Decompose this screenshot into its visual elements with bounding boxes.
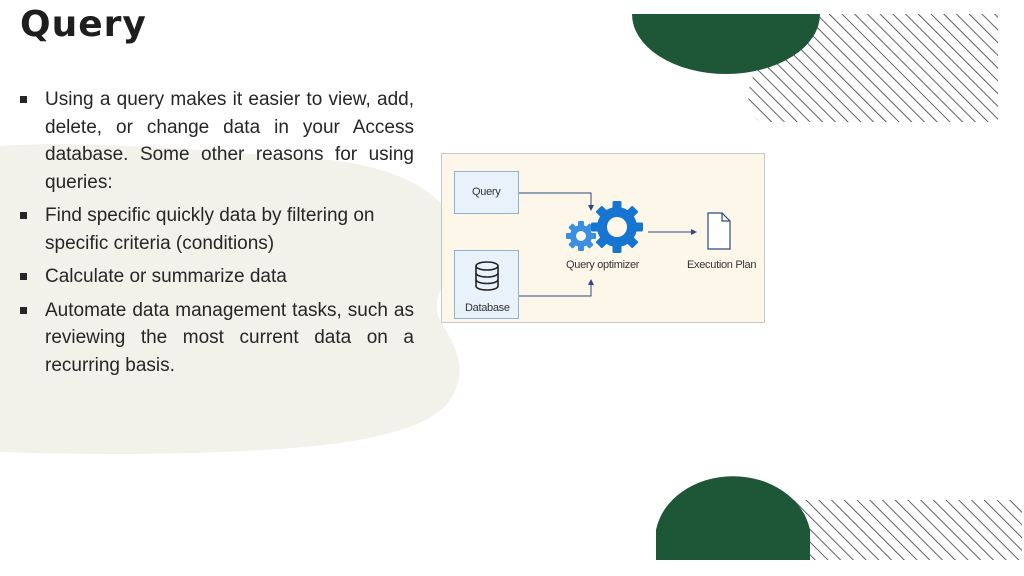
bullet-item: Calculate or summarize data xyxy=(20,263,414,291)
small-gear-icon xyxy=(566,221,596,251)
bullet-square-icon xyxy=(20,273,27,280)
query-optimizer-diagram: Query Database xyxy=(441,153,765,323)
query-label: Query xyxy=(472,186,501,198)
bullet-item: Find specific quickly data by filtering … xyxy=(20,202,414,257)
bottom-green-halfdisc xyxy=(656,476,810,560)
bullet-item: Using a query makes it easier to view, a… xyxy=(20,86,414,196)
diagram-arrows xyxy=(519,192,697,297)
beige-brush-shape xyxy=(0,144,460,455)
document-icon xyxy=(707,212,731,250)
query-node: Query xyxy=(454,171,519,214)
bullet-text: Automate data management tasks, such as … xyxy=(45,299,414,376)
bullet-item: Automate data management tasks, such as … xyxy=(20,297,414,380)
database-node: Database xyxy=(454,250,519,319)
database-to-optimizer-arrow xyxy=(519,279,594,297)
database-label: Database xyxy=(465,302,510,314)
top-hatch-band xyxy=(748,14,998,122)
bullet-text: Calculate or summarize data xyxy=(45,266,287,287)
top-green-halfdisc xyxy=(632,14,820,74)
bullet-square-icon xyxy=(20,306,27,314)
execution-plan-label: Execution Plan xyxy=(687,259,757,271)
large-gear-icon xyxy=(591,201,643,253)
gear-icon xyxy=(566,201,643,253)
query-to-optimizer-arrow xyxy=(519,192,594,211)
bullet-square-icon xyxy=(20,212,27,219)
slide-title: Query xyxy=(20,4,147,45)
bullet-square-icon xyxy=(20,96,27,103)
bullet-list: Using a query makes it easier to view, a… xyxy=(20,86,414,385)
optimizer-label: Query optimizer xyxy=(566,259,640,271)
bullet-text: Find specific quickly data by filtering … xyxy=(45,205,375,254)
bottom-hatch-band xyxy=(775,500,1022,560)
database-icon xyxy=(475,261,499,291)
bullet-text: Using a query makes it easier to view, a… xyxy=(45,89,414,193)
